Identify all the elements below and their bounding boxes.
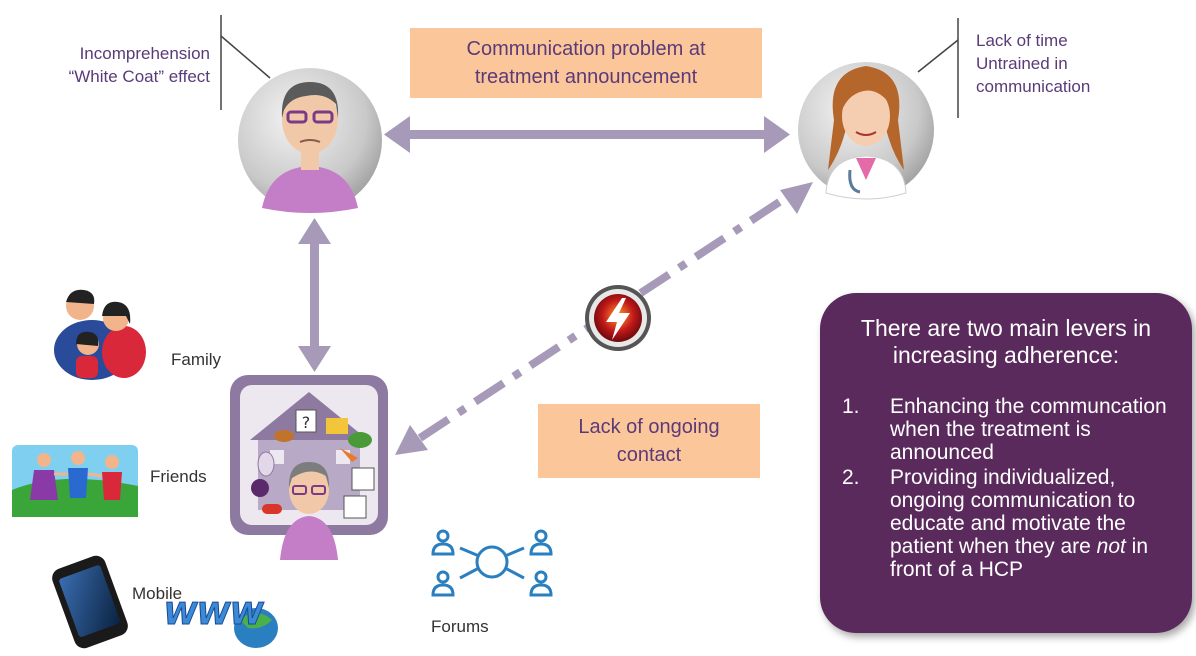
patient-home-arrow [298,218,331,372]
patient-note-incomprehension: Incomprehension [79,44,210,63]
friends-illustration [12,445,138,517]
patient-doctor-arrow [384,116,790,153]
levers-list: 1. Enhancing the communcation when the t… [820,395,1192,581]
svg-text:?: ? [302,413,311,432]
forums-network-icon [431,529,553,597]
lever-number: 2. [842,466,860,489]
doctor-avatar [798,62,934,200]
ongoing-contact-line-2: contact [616,444,682,466]
patient-note-white-coat: “White Coat” effect [68,67,210,86]
doctor-callout-line [917,18,959,118]
family-label: Family [171,350,222,369]
announcement-problem-box: Communication problem at treatment annou… [410,28,762,98]
doctor-notes: Lack of time Untrained in communication [976,29,1146,98]
lightning-alert-icon [585,285,651,351]
mobile-phone-illustration [52,555,128,649]
doctor-note-lack-of-time: Lack of time [976,31,1068,50]
www-text: WWW [161,597,266,632]
friends-label: Friends [150,467,207,486]
mobile-label: Mobile [132,584,183,603]
doctor-note-communication: communication [976,77,1091,96]
adherence-levers-box: There are two main levers in increasing … [820,293,1192,633]
lever-item: 2. Providing individualized, ongoing com… [842,466,1182,581]
ongoing-contact-box: Lack of ongoing contact [538,404,760,478]
lever-number: 1. [842,395,860,418]
family-illustration [54,289,146,380]
patient-callout-line [220,15,271,110]
lever-text-emphasis: not [1096,535,1126,558]
lever-text: Enhancing the communcation when the trea… [890,395,1167,464]
lever-item: 1. Enhancing the communcation when the t… [842,395,1182,464]
levers-title: There are two main levers in increasing … [860,315,1152,368]
lever-text: Providing individualized, ongoing commun… [890,466,1182,581]
patient-notes: Incomprehension “White Coat” effect [50,42,210,88]
lever-text-before: Providing individualized, ongoing commun… [890,466,1136,558]
announcement-problem-line-2: treatment announcement [474,66,698,88]
announcement-problem-line-1: Communication problem at [466,38,706,60]
www-globe-illustration: WWW [160,597,278,648]
lever-text-after: in front of a HCP [890,535,1149,581]
doctor-note-untrained: Untrained in [976,54,1068,73]
home-life-icon: ? [230,375,388,560]
patient-avatar [238,68,382,213]
forums-label: Forums [431,617,489,636]
ongoing-contact-line-1: Lack of ongoing [578,416,720,438]
